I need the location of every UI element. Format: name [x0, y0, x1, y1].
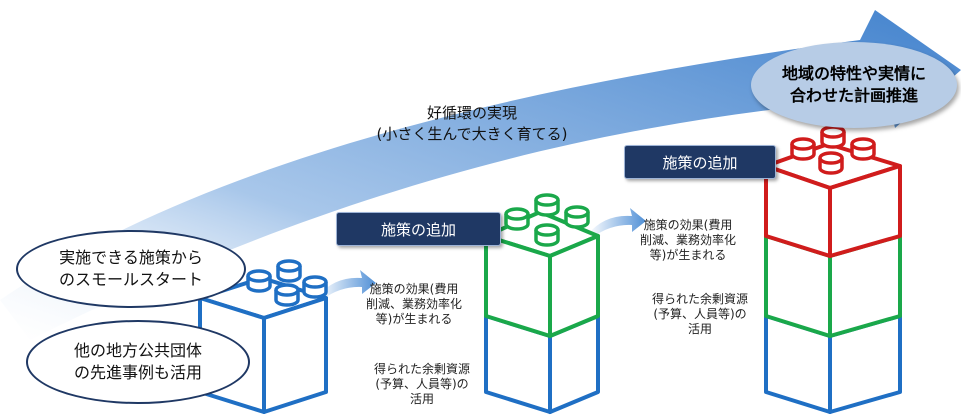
start-oval-precedents-text: 他の地方公共団体 の先進事例も活用 [73, 341, 202, 382]
effect-text-1: 施策の効果(費用 削減、業務効率化 等)が生まれる [365, 282, 462, 326]
goal-ellipse: 地域の特性や実情に 合わせた計画推進 [751, 42, 957, 128]
growth-arrow [0, 10, 961, 340]
goal-text: 地域の特性や実情に 合わせた計画推進 [781, 64, 926, 105]
start-oval-small-start-text: 実施できる施策から のスモールスタート [58, 248, 203, 289]
surplus-text-2: 得られた余剰資源 (予算、人員等)の 活用 [651, 292, 748, 336]
add-measure-tag-1: 施策の追加 [336, 212, 501, 246]
flow-arrow-2 [588, 208, 646, 238]
cycle-label: 好循環の実現 (小さく生んで大きく育てる) [376, 104, 568, 143]
flow-arrow-1 [318, 270, 376, 300]
effect-text-2: 施策の効果(費用 削減、業務効率化 等)が生まれる [639, 218, 736, 262]
start-oval-precedents: 他の地方公共団体 の先進事例も活用 [26, 320, 250, 404]
studs-green [504, 193, 590, 247]
surplus-text-1: 得られた余剰資源 (予算、人員等)の 活用 [373, 362, 470, 406]
studs-blue [246, 259, 328, 307]
add-measure-tag-2: 施策の追加 [624, 145, 776, 179]
block-stack-3-green [764, 234, 902, 338]
start-oval-small-start: 実施できる施策から のスモールスタート [16, 230, 246, 308]
studs-red [790, 125, 876, 175]
